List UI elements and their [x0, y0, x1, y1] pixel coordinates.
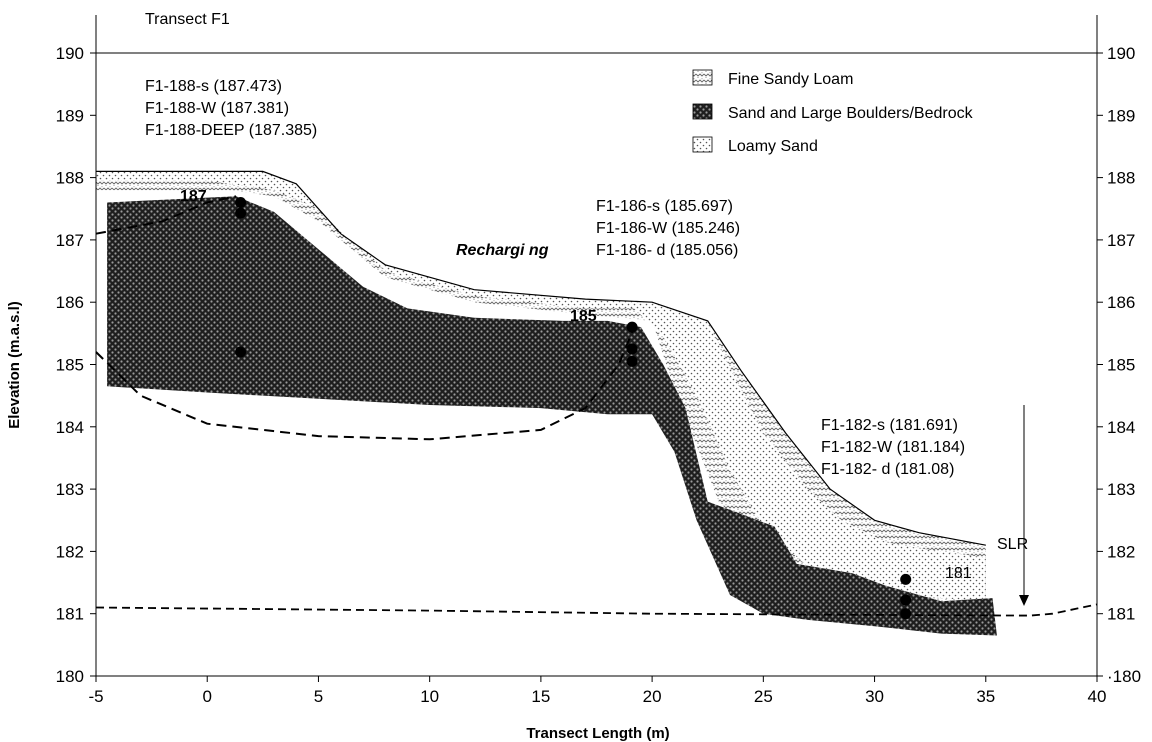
y-tick-label: 185 [56, 356, 84, 375]
y-tick-label: 180 [56, 667, 84, 686]
slr-label: SLR [997, 536, 1028, 553]
upper-water-table-line [95, 195, 237, 235]
well-point [626, 321, 638, 333]
well-label: F1-188-s (187.473) [145, 78, 282, 95]
well-point [900, 594, 912, 606]
well-point [235, 207, 247, 219]
y-tick-label-right: 184 [1107, 418, 1135, 437]
y-tick-label-right: ·180 [1107, 667, 1141, 686]
well-group-186: F1-186-s (185.697) F1-186-W (185.246) F1… [596, 198, 740, 259]
x-tick-label: 25 [754, 687, 773, 706]
x-tick-label: 30 [865, 687, 884, 706]
y-tick-label-right: 183 [1107, 480, 1135, 499]
y-axis-title: Elevation (m.a.s.l) [6, 301, 23, 429]
contour-185-label: 185 [570, 308, 597, 325]
well-markers [235, 197, 912, 620]
x-axis-title: Transect Length (m) [526, 725, 669, 742]
well-point [900, 573, 912, 585]
water-table-line [95, 326, 636, 441]
x-tick-label: 20 [643, 687, 662, 706]
well-label: F1-186-W (185.246) [596, 220, 740, 237]
loamy-sand-layer [96, 171, 986, 602]
bedrock-layer [107, 196, 997, 636]
well-point [900, 608, 912, 620]
x-tick-label: 15 [531, 687, 550, 706]
well-label: F1-182-W (181.184) [821, 439, 965, 456]
legend: Fine Sandy Loam Sand and Large Boulders/… [692, 69, 974, 155]
y-tick-label: 187 [56, 231, 84, 250]
y-tick-label-right: 182 [1107, 542, 1135, 561]
x-tick-label: 5 [314, 687, 323, 706]
x-tick-label: 40 [1088, 687, 1107, 706]
well-label: F1-188-W (187.381) [145, 100, 289, 117]
contour-181-label: 181 [945, 565, 972, 582]
well-label: F1-182-s (181.691) [821, 417, 958, 434]
y-tick-label-right: 186 [1107, 293, 1135, 312]
regional-water-level-line [95, 603, 1098, 617]
well-group-182: F1-182-s (181.691) F1-182-W (181.184) F1… [821, 417, 965, 478]
y-tick-label: 182 [56, 542, 84, 561]
y-tick-label-right: 188 [1107, 169, 1135, 188]
legend-label-fine-sandy-loam: Fine Sandy Loam [728, 71, 853, 88]
x-tick-label: -5 [88, 687, 103, 706]
well-label: F1-188-DEEP (187.385) [145, 122, 317, 139]
y-tick-label: 188 [56, 169, 84, 188]
y-tick-label-right: 185 [1107, 356, 1135, 375]
well-point [626, 355, 638, 367]
legend-swatch-fine-sandy-loam [692, 69, 713, 86]
slr-arrow-head [1019, 595, 1029, 606]
legend-swatch-bedrock [692, 103, 713, 120]
y-tick-label-right: 189 [1107, 106, 1135, 125]
ground-surface-line [96, 170, 986, 546]
well-group-188: F1-188-s (187.473) F1-188-W (187.381) F1… [145, 78, 317, 139]
well-label: F1-186- d (185.056) [596, 242, 738, 259]
axis-ticks: -5 0 5 10 15 20 25 30 35 40 180 ·180 181 181 182 182 183… [56, 44, 1141, 706]
legend-swatch-loamy-sand [692, 136, 713, 153]
chart-title: Transect F1 [145, 11, 230, 28]
y-tick-label: 189 [56, 106, 84, 125]
well-point [235, 197, 247, 208]
well-label: F1-186-s (185.697) [596, 198, 733, 215]
recharging-label: Rechargi ng [456, 242, 549, 259]
legend-label-bedrock: Sand and Large Boulders/Bedrock [728, 105, 974, 122]
y-tick-label: 183 [56, 480, 84, 499]
y-tick-label: 186 [56, 293, 84, 312]
y-tick-label-right: 187 [1107, 231, 1135, 250]
contour-187-label: 187 [180, 188, 207, 205]
y-tick-label: 181 [56, 605, 84, 624]
y-tick-label: 190 [56, 44, 84, 63]
y-tick-label: 184 [56, 418, 84, 437]
y-tick-label-right: 181 [1107, 605, 1135, 624]
well-point [626, 343, 638, 355]
x-tick-label: 0 [202, 687, 211, 706]
y-tick-label-right: 190 [1107, 44, 1135, 63]
well-point [235, 346, 247, 358]
well-label: F1-182- d (181.08) [821, 461, 954, 478]
x-tick-label: 10 [420, 687, 439, 706]
x-tick-label: 35 [976, 687, 995, 706]
legend-label-loamy-sand: Loamy Sand [728, 138, 818, 155]
